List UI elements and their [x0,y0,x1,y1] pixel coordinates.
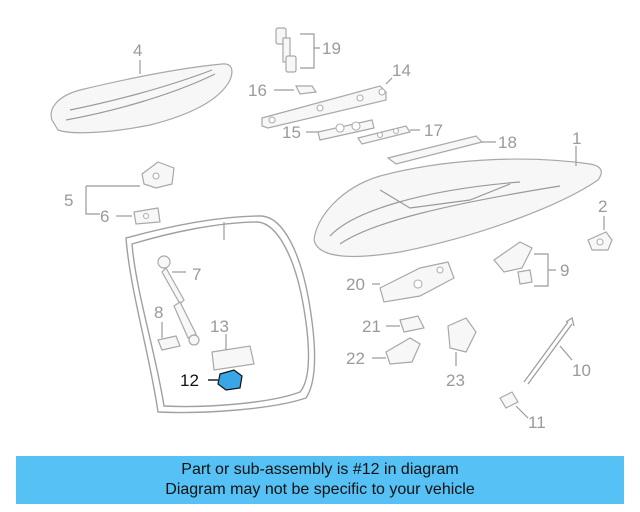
parts-diagram: 4 19 16 14 15 17 [50,27,613,432]
part-13-box: 13 [210,317,255,371]
part-4-spoiler: 4 [50,41,233,134]
part-14-rail: 14 [261,61,411,129]
label-14: 14 [392,61,411,80]
part-20-latch: 20 [346,261,455,303]
part-10-rod: 10 [523,317,591,385]
label-4: 4 [133,41,142,60]
label-11: 11 [528,413,546,432]
label-16: 16 [248,81,267,100]
part-11-clip: 11 [499,391,546,432]
info-banner: Part or sub-assembly is #12 in diagram D… [16,456,624,504]
weatherstrip-seal [125,215,316,414]
part-16-clip: 16 [248,81,318,100]
label-8: 8 [154,303,163,322]
label-10: 10 [572,361,591,380]
part-23-cover: 23 [446,317,477,390]
label-17: 17 [424,121,443,140]
label-19: 19 [322,39,341,58]
part-18-strip: 18 [386,133,517,165]
part-1-liftgate-glass: 1 [313,129,602,258]
part-15-bracket: 15 [282,119,375,142]
part-5-hinge: 5 [64,161,175,215]
part-21-connector: 21 [362,315,425,336]
label-12: 12 [180,371,199,390]
label-23: 23 [446,371,465,390]
label-2: 2 [598,197,607,216]
part-7-gas-strut: 7 [157,255,201,346]
part-12-highlighted: 12 [180,369,243,391]
label-5: 5 [64,191,73,210]
part-2-hinge: 2 [587,197,613,251]
label-15: 15 [282,123,301,142]
label-13: 13 [210,317,229,336]
label-20: 20 [346,275,365,294]
label-1: 1 [572,129,581,148]
label-21: 21 [362,317,381,336]
part-22-actuator: 22 [346,337,421,368]
part-6-bracket: 6 [100,207,161,226]
label-7: 7 [192,265,201,284]
label-9: 9 [560,261,569,280]
label-6: 6 [100,207,109,226]
banner-line-2: Diagram may not be specific to your vehi… [165,481,475,498]
banner-line-1: Part or sub-assembly is #12 in diagram [181,461,459,478]
part-17-bracket: 17 [357,121,443,145]
label-22: 22 [346,349,365,368]
part-19-bolt: 19 [275,27,341,73]
part-8-bolt: 8 [154,303,181,351]
label-18: 18 [498,133,517,152]
part-9-bracket: 9 [493,241,569,287]
